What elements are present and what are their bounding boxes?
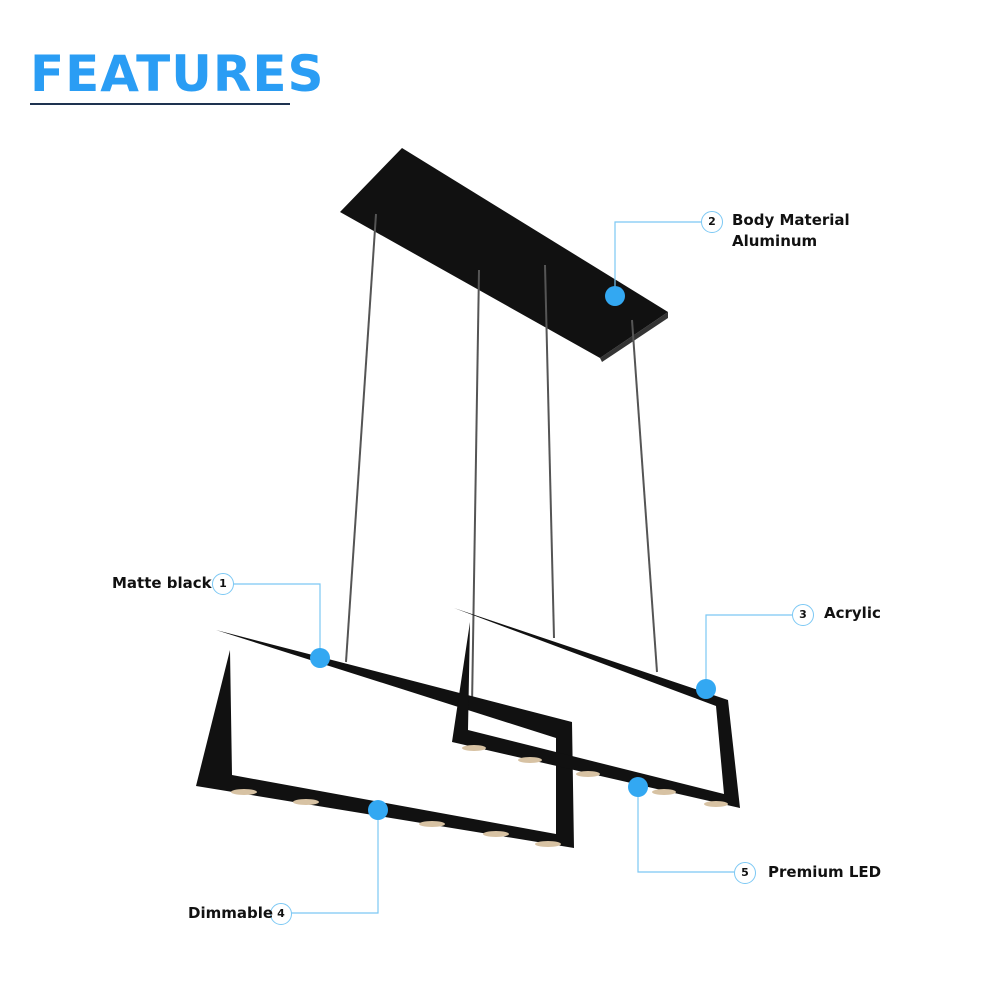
ceiling-canopy [340, 148, 668, 358]
callout-number-1: 1 [212, 573, 234, 595]
callout-label-premium-led: Premium LED [768, 863, 882, 881]
callout-number-4: 4 [270, 903, 292, 925]
left-frame [196, 630, 574, 848]
callout-sublabel-aluminum: Aluminum [732, 232, 818, 250]
leader-line-5 [637, 787, 734, 873]
leader-line-2 [614, 221, 702, 295]
callout-label-matte-black: Matte black [112, 574, 212, 592]
callout-marker-4 [368, 800, 388, 820]
leader-line-1 [232, 583, 321, 658]
callout-number-5: 5 [734, 862, 756, 884]
callout-marker-2 [605, 286, 625, 306]
callout-label-acrylic: Acrylic [824, 604, 881, 622]
page-title: FEATURES [30, 45, 325, 103]
callout-number-3: 3 [792, 604, 814, 626]
leader-line-4 [290, 810, 379, 914]
callout-marker-5 [628, 777, 648, 797]
led-strip [231, 745, 728, 847]
leader-line-3 [705, 614, 792, 688]
suspension-wire-1 [345, 213, 377, 663]
callout-label-dimmable: Dimmable [188, 904, 274, 922]
suspension-wire-4 [631, 319, 658, 673]
callout-marker-3 [696, 679, 716, 699]
callout-marker-1 [310, 648, 330, 668]
suspension-wire-2 [471, 269, 480, 707]
title-underline [30, 103, 290, 105]
callout-number-2: 2 [701, 211, 723, 233]
suspension-wire-3 [544, 264, 555, 639]
callout-label-body-material: Body Material [732, 211, 850, 229]
